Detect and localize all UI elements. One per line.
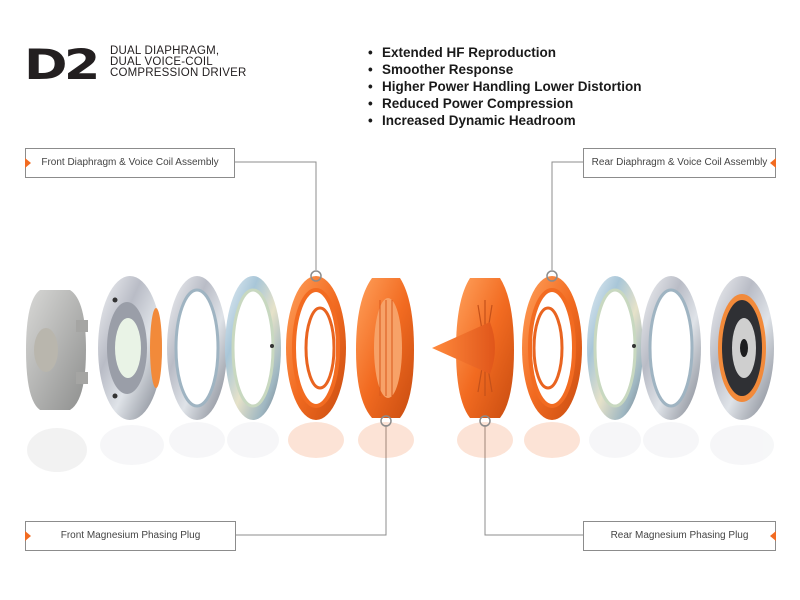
feature-item: Smoother Response [368, 61, 642, 78]
leader-front-plug [236, 425, 387, 536]
product-subtitle: DUAL DIAPHRAGM, DUAL VOICE-COIL COMPRESS… [110, 45, 247, 79]
rear-gasket-ring-2 [641, 276, 701, 420]
callout-arrow-icon [25, 531, 31, 541]
feature-item: Reduced Power Compression [368, 95, 642, 112]
callout-label: Front Diaphragm & Voice Coil Assembly [41, 157, 219, 168]
callout-arrow-icon [770, 158, 776, 168]
feature-item: Increased Dynamic Headroom [368, 112, 642, 129]
reflection [27, 422, 774, 472]
callout-arrow-icon [770, 531, 776, 541]
front-gasket-ring-2 [225, 276, 281, 420]
callout-label: Rear Diaphragm & Voice Coil Assembly [591, 157, 768, 168]
product-logo: D2 [24, 40, 100, 89]
leader-rear-plug [484, 425, 583, 536]
callout-rear-plug: Rear Magnesium Phasing Plug [583, 521, 776, 551]
rear-gasket-ring-1 [587, 276, 643, 420]
rear-diaphragm-assembly [522, 270, 582, 420]
callout-label: Front Magnesium Phasing Plug [60, 530, 201, 541]
subtitle-line: DUAL VOICE-COIL [110, 56, 213, 68]
callout-arrow-icon [25, 158, 31, 168]
front-gasket-ring-1 [167, 276, 227, 420]
leader-front-diaphragm [234, 161, 317, 270]
subtitle-line: DUAL DIAPHRAGM, [110, 45, 220, 57]
callout-front-diaphragm: Front Diaphragm & Voice Coil Assembly [25, 148, 235, 178]
feature-list: Extended HF Reproduction Smoother Respon… [368, 44, 642, 129]
callout-rear-diaphragm: Rear Diaphragm & Voice Coil Assembly [583, 148, 776, 178]
rear-phasing-plug [432, 278, 514, 427]
feature-item: Higher Power Handling Lower Distortion [368, 78, 642, 95]
callout-front-plug: Front Magnesium Phasing Plug [25, 521, 236, 551]
callout-label: Rear Magnesium Phasing Plug [610, 530, 749, 541]
leader-rear-diaphragm [551, 161, 583, 270]
leader-lines [234, 161, 583, 536]
magnet-block [26, 290, 88, 410]
front-housing-plate [98, 276, 162, 420]
front-phasing-plug [356, 278, 414, 427]
feature-item: Extended HF Reproduction [368, 44, 642, 61]
rear-cover [710, 276, 774, 420]
subtitle-line: COMPRESSION DRIVER [110, 67, 247, 79]
front-diaphragm-assembly [286, 270, 346, 420]
